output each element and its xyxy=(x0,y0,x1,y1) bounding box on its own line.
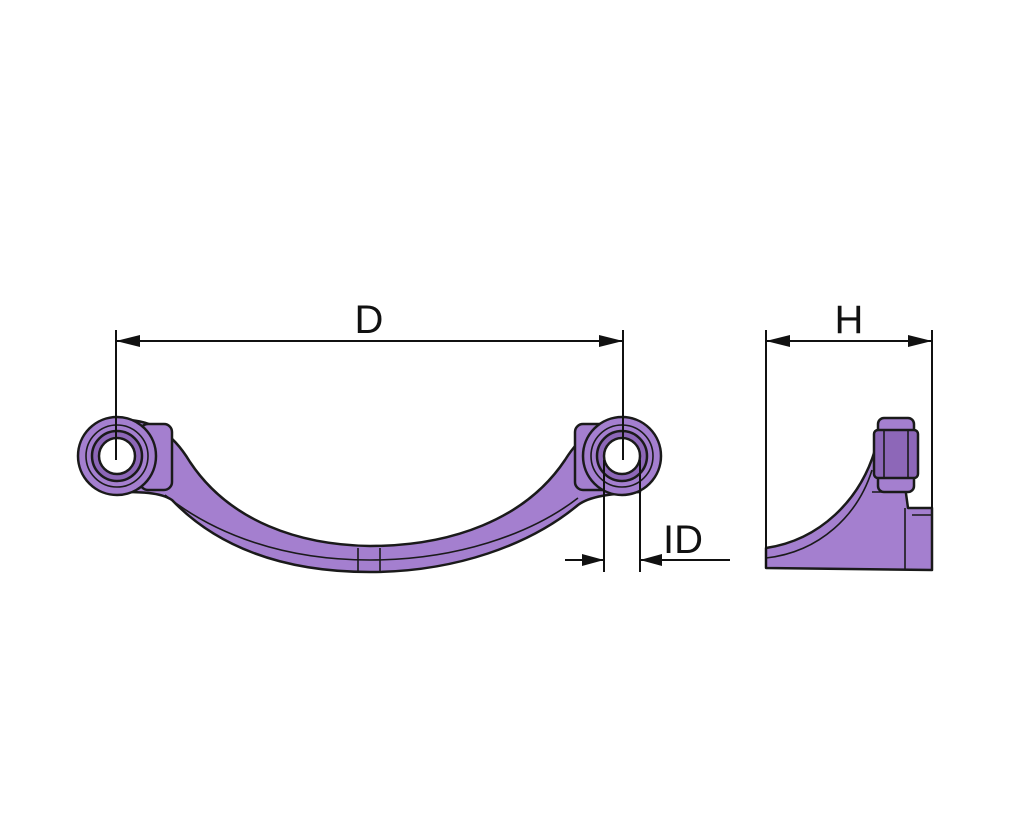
dimension-id: ID xyxy=(565,460,730,572)
left-eye-boss xyxy=(76,415,174,497)
front-view-bracket xyxy=(76,415,663,574)
dimension-label-h: H xyxy=(835,298,864,342)
dimension-h: H xyxy=(765,298,933,568)
side-view-bracket xyxy=(764,416,934,572)
dimension-label-d: D xyxy=(355,298,384,342)
side-view-edge xyxy=(765,469,873,559)
dimension-label-id: ID xyxy=(663,518,703,562)
bracket-strap-edge xyxy=(164,494,579,561)
bracket-strap xyxy=(116,418,642,574)
dimension-d: D xyxy=(115,298,624,460)
bracket-center-seam xyxy=(357,548,381,572)
right-eye-boss xyxy=(573,415,663,497)
